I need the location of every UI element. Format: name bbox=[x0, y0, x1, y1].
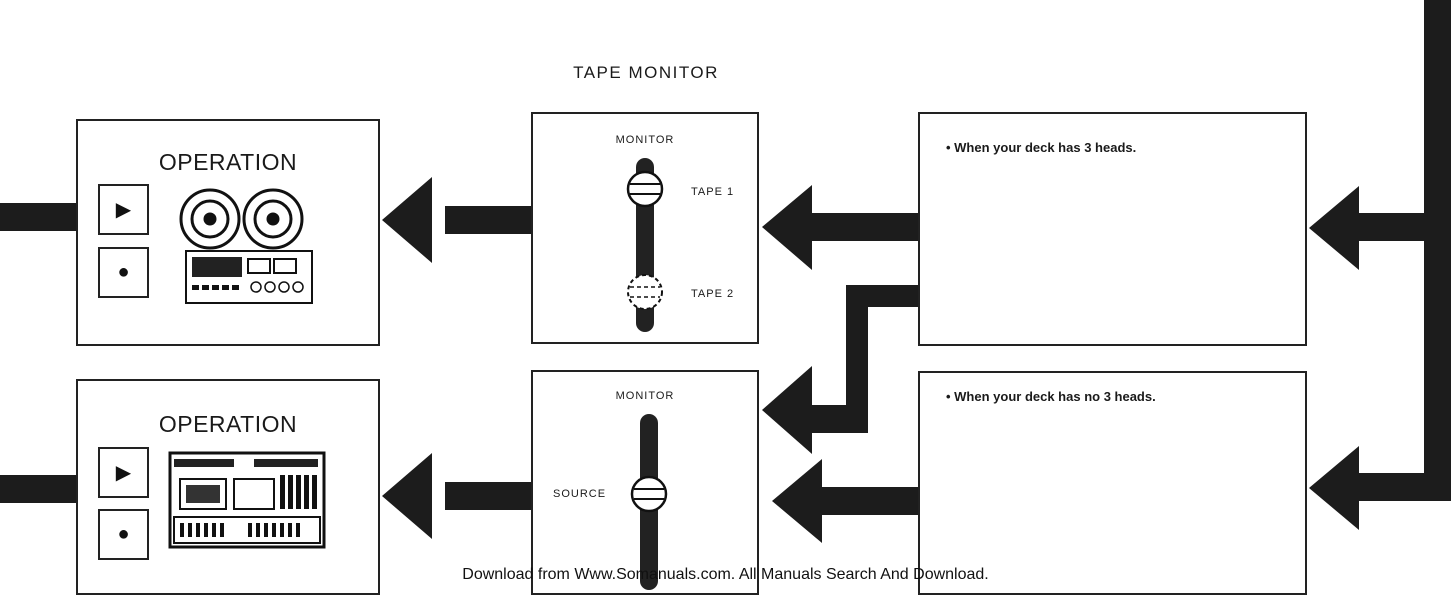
play-button[interactable]: ▶ bbox=[98, 447, 149, 498]
input-line-top bbox=[0, 203, 76, 231]
monitor-switch[interactable] bbox=[625, 156, 665, 334]
right-feed-bottom-shaft bbox=[1355, 473, 1451, 501]
condition-panel-3-heads: • When your deck has 3 heads. bbox=[918, 112, 1307, 346]
right-feed-top-head bbox=[1309, 186, 1359, 270]
record-button[interactable]: ● bbox=[98, 509, 149, 560]
reel-to-reel-deck-icon bbox=[179, 188, 313, 304]
arrow-cond1-to-mon1-head bbox=[762, 185, 812, 270]
arrow-mon1-to-op1-head bbox=[382, 177, 432, 263]
monitor-label: MONITOR bbox=[615, 134, 675, 146]
cassette-deck-icon bbox=[168, 451, 326, 549]
arrow-mon2-to-op2-shaft bbox=[445, 482, 531, 510]
monitor-label: MONITOR bbox=[615, 390, 675, 402]
right-feed-vertical bbox=[1424, 0, 1451, 475]
download-footer: Download from Www.Somanuals.com. All Man… bbox=[462, 566, 989, 583]
record-icon: ● bbox=[117, 261, 130, 283]
arrow-cond1-to-mon1-shaft bbox=[810, 213, 918, 241]
record-button[interactable]: ● bbox=[98, 247, 149, 298]
monitor-panel-3-heads: MONITOR TAPE 1 TAPE 2 bbox=[531, 112, 759, 344]
condition-text: • When your deck has 3 heads. bbox=[946, 140, 1137, 155]
condition-text: • When your deck has no 3 heads. bbox=[946, 389, 1156, 404]
input-line-bottom bbox=[0, 475, 76, 503]
operation-panel-cassette: OPERATION ▶ ● bbox=[76, 379, 380, 595]
arrow-mon1-to-op1-shaft bbox=[445, 206, 531, 234]
operation-title: OPERATION bbox=[158, 149, 298, 175]
arrow-mon2-to-op2-head bbox=[382, 453, 432, 539]
position-label-tape-1: TAPE 1 bbox=[691, 186, 735, 198]
operation-title: OPERATION bbox=[158, 411, 298, 437]
play-icon: ▶ bbox=[115, 462, 132, 484]
operation-panel-reel: OPERATION ▶ ● bbox=[76, 119, 380, 346]
arrow-cond2-to-mon2-head bbox=[772, 459, 822, 543]
play-icon: ▶ bbox=[115, 199, 132, 221]
arrow-cond2-to-mon2-shaft bbox=[820, 487, 918, 515]
position-label-source: SOURCE bbox=[553, 488, 607, 500]
tape-monitor-title: TAPE MONITOR bbox=[573, 63, 719, 82]
play-button[interactable]: ▶ bbox=[98, 184, 149, 235]
condition-panel-no-3-heads: • When your deck has no 3 heads. bbox=[918, 371, 1307, 595]
monitor-panel-no-3-heads: MONITOR SOURCE bbox=[531, 370, 759, 595]
arrow-branch-head bbox=[762, 366, 812, 454]
branch-cond1-to-mon2 bbox=[810, 285, 918, 433]
right-feed-bottom-head bbox=[1309, 446, 1359, 530]
position-label-tape-2: TAPE 2 bbox=[691, 288, 735, 300]
monitor-switch[interactable] bbox=[629, 412, 669, 592]
record-icon: ● bbox=[117, 523, 130, 545]
right-feed-top-shaft bbox=[1355, 213, 1425, 241]
